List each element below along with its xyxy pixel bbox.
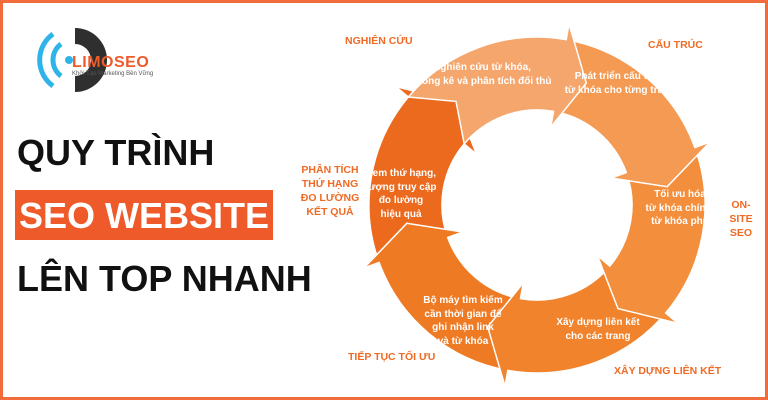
arrow-segment-link xyxy=(486,264,668,387)
arrow-segment-onsite xyxy=(596,145,706,325)
step-label-continue: TIẾP TỤC TỐI ƯU xyxy=(348,351,436,363)
arrow-segment-analyze xyxy=(368,85,478,265)
step-label-analyze: PHÂN TÍCH THỨ HẠNG ĐO LƯỜNG KẾT QUẢ xyxy=(300,164,360,218)
step-label-onsite: ON-SITE SEO xyxy=(729,199,753,239)
headline-highlight: SEO WEBSITE xyxy=(15,190,273,240)
step-label-research: NGHIÊN CỨU xyxy=(345,35,413,47)
headline-line2: SEO WEBSITE xyxy=(19,195,270,236)
headline-line3: LÊN TOP NHANH xyxy=(17,258,312,299)
logo-icon xyxy=(37,28,107,92)
step-label-structure: CẤU TRÚC xyxy=(648,39,703,51)
brand-tagline: Khởi Tạo Marketing Bền Vững xyxy=(72,71,154,77)
arrow-segment-structure xyxy=(551,38,711,188)
step-text-structure: Phát triển cấu trúc,từ khóa cho từng tra… xyxy=(564,71,676,96)
brand-name: LIMOSEO xyxy=(72,54,150,71)
step-text-research: Nghiên cứu từ khóa,thống kê và phân tích… xyxy=(412,62,552,87)
arrow-segment-continue xyxy=(363,222,523,372)
step-label-link: XÂY DỰNG LIÊN KẾT xyxy=(614,365,722,377)
arrow-segment-research xyxy=(406,23,588,146)
headline-line1: QUY TRÌNH xyxy=(17,132,215,173)
